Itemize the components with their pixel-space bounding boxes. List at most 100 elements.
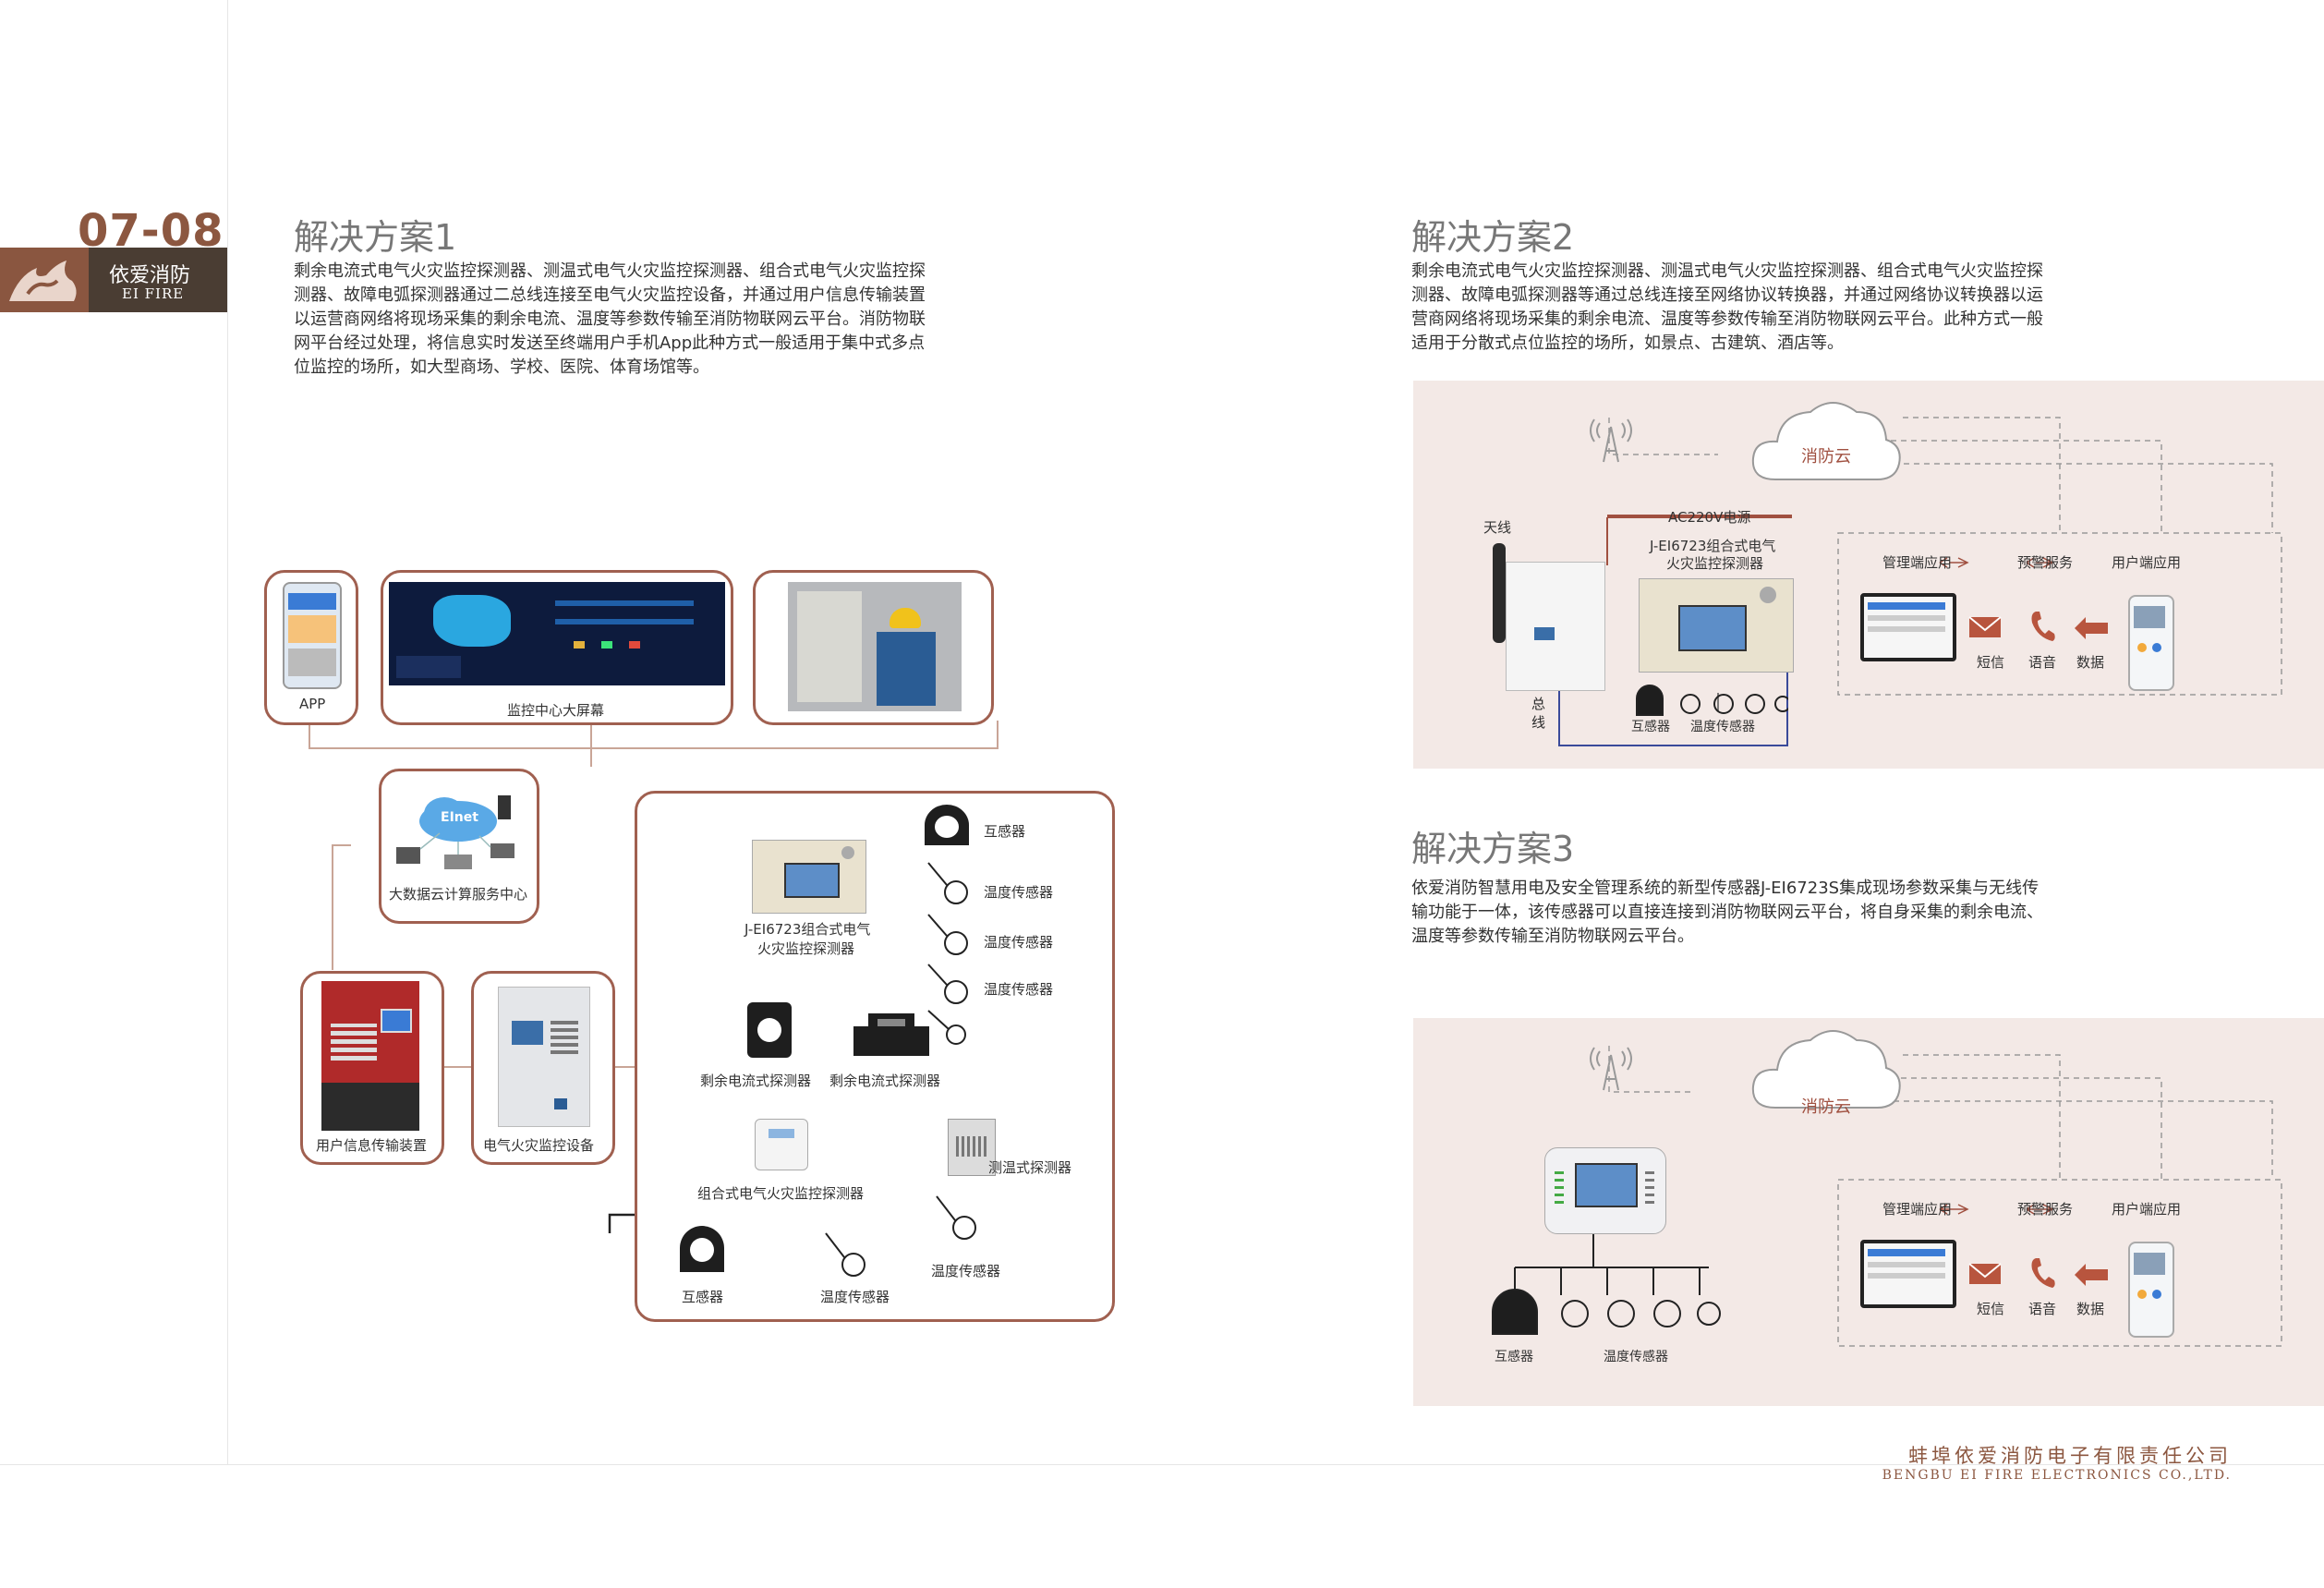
app-label: APP	[299, 696, 326, 712]
user-app-label: 用户端应用	[2112, 554, 2182, 571]
monitor-image-3	[1860, 1240, 1956, 1308]
sms-label: 短信	[1977, 654, 2005, 671]
rcd-label-2: 剩余电流式探测器	[829, 1073, 941, 1089]
uitd-device-image	[321, 981, 419, 1131]
cloud-service-label: 大数据云计算服务中心	[389, 886, 528, 903]
temp-label-3: 温度传感器	[1604, 1350, 1668, 1364]
uitd-box: 用户信息传输装置	[300, 971, 444, 1165]
temp-label-3: 温度传感器	[984, 981, 1054, 998]
sms-icon-3	[1968, 1263, 2002, 1284]
onsite-photo-box	[753, 570, 994, 725]
rcd-label-1: 剩余电流式探测器	[700, 1073, 812, 1089]
signal-tower-icon-3	[1590, 1047, 1632, 1091]
s1-title: 解决方案1	[294, 217, 457, 258]
temp-label-c: 温度传感器	[820, 1289, 890, 1305]
s2-title: 解决方案2	[1411, 217, 1575, 258]
temp-label-1: 温度传感器	[984, 884, 1054, 901]
sensors-icon-3	[1492, 1289, 1721, 1335]
s3-title: 解决方案3	[1411, 829, 1575, 869]
einet-cloud-icon	[396, 795, 514, 869]
s3-line: 输功能于一体，该传感器可以直接连接到消防物联网云平台，将自身采集的剩余电流、	[1411, 903, 2043, 922]
uitd-label: 用户信息传输装置	[316, 1137, 428, 1154]
ct-label-bottom: 互感器	[682, 1289, 724, 1305]
monitor-center-label: 监控中心大屏幕	[507, 702, 605, 719]
signal-tower-icon	[1590, 418, 1632, 463]
s2-line: 营商网络将现场采集的剩余电流、温度等参数传输至消防物联网云平台。此种方式一般	[1411, 309, 2043, 329]
voice-label-3: 语音	[2028, 1301, 2057, 1317]
brand-name-en: EI FIRE	[122, 285, 185, 302]
diagram2-panel: 消防云 AC220V电源 天线 总线 J-EI6723组合式电气 火灾监控探测器…	[1413, 381, 2324, 769]
wireless-sensor-image	[1544, 1147, 1666, 1234]
ac-label: AC220V电源	[1668, 509, 1751, 526]
s2-line: 适用于分散式点位监控的场所，如景点、古建筑、酒店等。	[1411, 333, 1844, 353]
mgmt-label: 管理端应用	[1882, 554, 1953, 571]
antenna-label: 天线	[1483, 519, 1512, 536]
phone-image-2	[2128, 595, 2174, 691]
voice-icon-3	[2031, 1258, 2055, 1288]
brand-logo	[0, 248, 89, 312]
sensors-icon-2	[1636, 685, 1788, 716]
brand-name-cn: 依爱消防	[109, 264, 191, 287]
ct-icon-bottom	[680, 1226, 724, 1272]
s2-line: 测器、故障电弧探测器等通过总线连接至网络协议转换器，并通过网络协议转换器以运	[1411, 285, 2043, 305]
monitor-center-box: 监控中心大屏幕	[381, 570, 733, 725]
combo-label-2: 火灾监控探测器	[757, 940, 855, 957]
alarm-label-3: 预警服务	[2017, 1201, 2074, 1218]
ct-label-3: 互感器	[1495, 1350, 1533, 1364]
rcd-detector-icon-2	[853, 1013, 929, 1056]
diagram3-lines	[1514, 1046, 2282, 1347]
sms-icon	[1968, 616, 2002, 637]
company-name-cn: 蚌埠依爱消防电子有限责任公司	[1908, 1445, 2232, 1467]
diagram3-panel: 消防云 互感器 温度传感器 管理端应用 预警服务 用户端应用 短信 语音 数据	[1413, 1018, 2324, 1406]
tempdet-label: 测温式探测器	[988, 1159, 1072, 1176]
einet-logo: EInet	[441, 810, 478, 825]
data-label-3: 数据	[2076, 1301, 2105, 1317]
temp-label-2: 温度传感器	[1690, 720, 1755, 734]
efm-label: 电气火灾监控设备	[483, 1137, 595, 1154]
device2-label-2: 火灾监控探测器	[1666, 555, 1764, 572]
app-box: APP	[264, 570, 358, 725]
combo3-label: 组合式电气火灾监控探测器	[697, 1185, 865, 1202]
cloud-label-2: 消防云	[1801, 447, 1851, 467]
rcd-detector-icon-1	[747, 1002, 792, 1058]
company-name-en: BENGBU EI FIRE ELECTRONICS CO.,LTD.	[1882, 1468, 2232, 1483]
temperature-sensor-icons	[927, 862, 968, 1045]
data-exchange-icon-3	[2075, 1264, 2108, 1286]
device2-label-1: J-EI6723组合式电气	[1650, 538, 1776, 554]
monitor-image	[1860, 593, 1956, 661]
diagram2-lines	[1558, 417, 2282, 746]
s3-text: 依爱消防智慧用电及安全管理系统的新型传感器J-EI6723S集成现场参数采集与无…	[1411, 877, 2043, 949]
s1-line: 位监控的场所，如大型商场、学校、医院、体育场馆等。	[294, 358, 709, 377]
phone-image	[283, 582, 342, 689]
temp-sensor-icon-c	[825, 1232, 865, 1277]
fire-cloud-icon-3	[1751, 1030, 1901, 1109]
worker-photo	[788, 582, 962, 711]
combo-device-image-2	[1639, 578, 1794, 673]
combo-label-1: J-EI6723组合式电气	[744, 921, 871, 938]
temp-sensor-icon-b	[936, 1195, 976, 1240]
page-gutter-line	[227, 0, 228, 1464]
fire-cloud-icon	[1751, 402, 1901, 481]
footer-divider	[0, 1464, 2324, 1465]
bus-label: 总线	[1531, 696, 1546, 731]
phone-image-3	[2128, 1242, 2174, 1338]
protocol-converter-image	[1506, 562, 1605, 691]
sms-label-3: 短信	[1977, 1301, 2005, 1317]
s1-line: 网平台经过处理，将信息实时发送至终端用户手机App此种方式一般适用于集中式多点	[294, 333, 926, 353]
s2-text: 剩余电流式电气火灾监控探测器、测温式电气火灾监控探测器、组合式电气火灾监控探 测…	[1411, 260, 2043, 356]
user-app-label-3: 用户端应用	[2112, 1201, 2182, 1218]
ct-label-2: 互感器	[1631, 720, 1670, 734]
cloud-service-box: EInet 大数据云计算服务中心	[379, 769, 539, 924]
antenna-image	[1493, 543, 1506, 643]
temp-label-2: 温度传感器	[984, 934, 1054, 951]
s1-text: 剩余电流式电气火灾监控探测器、测温式电气火灾监控探测器、组合式电气火灾监控探 测…	[294, 260, 926, 380]
s3-line: 依爱消防智慧用电及安全管理系统的新型传感器J-EI6723S集成现场参数采集与无…	[1411, 879, 2040, 898]
cloud-label-3: 消防云	[1801, 1097, 1851, 1117]
mgmt-label-3: 管理端应用	[1882, 1201, 1953, 1218]
voice-icon	[2031, 612, 2055, 641]
big-screen-image	[389, 582, 725, 685]
ct-label-top: 互感器	[984, 823, 1026, 840]
efm-box: 电气火灾监控设备	[471, 971, 615, 1165]
s1-line: 剩余电流式电气火灾监控探测器、测温式电气火灾监控探测器、组合式电气火灾监控探	[294, 261, 926, 281]
efm-device-image	[498, 987, 590, 1127]
